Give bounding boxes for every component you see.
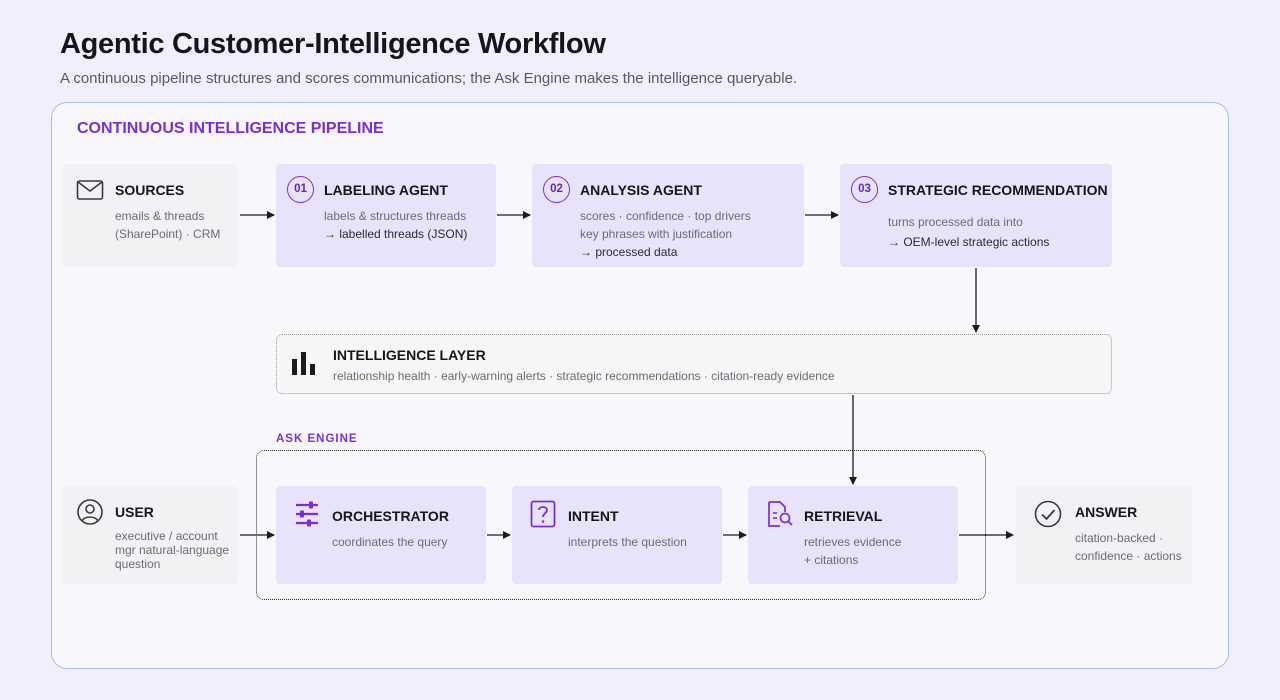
retrieval-title: RETRIEVAL <box>804 508 883 524</box>
strategic-recommendation-desc: turns processed data into → OEM-level st… <box>888 215 1050 249</box>
analysis-agent-desc: scores · confidence · top drivers key ph… <box>580 209 751 259</box>
orchestrator-title: ORCHESTRATOR <box>332 508 449 524</box>
labeling-agent-title: LABELING AGENT <box>324 182 448 198</box>
user-desc: executive / account mgr natural-language… <box>115 529 230 571</box>
step-badge-03: 03 <box>851 176 878 203</box>
intelligence-layer: INTELLIGENCE LAYER relationship health ·… <box>276 334 1112 394</box>
user-card: USER executive / account mgr natural-lan… <box>62 486 238 584</box>
intent-desc: interprets the question <box>568 535 687 549</box>
sliders-icon <box>294 501 320 532</box>
analysis-agent-title: ANALYSIS AGENT <box>580 182 702 198</box>
sources-title: SOURCES <box>115 182 185 198</box>
user-icon <box>76 498 104 531</box>
analysis-agent-card: 02 ANALYSIS AGENT scores · confidence · … <box>532 164 804 267</box>
strategic-recommendation-title: STRATEGIC RECOMMENDATION <box>888 182 1108 198</box>
document-search-icon <box>766 500 794 533</box>
sources-card: SOURCES emails & threads (SharePoint) · … <box>62 164 238 267</box>
sources-desc: emails & threads (SharePoint) · CRM <box>115 209 221 241</box>
mail-icon <box>76 179 104 206</box>
step-badge-01: 01 <box>287 176 314 203</box>
retrieval-desc: retrieves evidence + citations <box>804 535 902 567</box>
page-subtitle: A continuous pipeline structures and sco… <box>60 70 798 87</box>
answer-title: ANSWER <box>1075 504 1138 520</box>
answer-desc: citation-backed · confidence · actions <box>1075 531 1182 563</box>
page-title: Agentic Customer-Intelligence Workflow <box>60 28 606 60</box>
retrieval-card: RETRIEVAL retrieves evidence + citations <box>748 486 958 584</box>
labeling-agent-desc: labels & structures threads → labelled t… <box>324 209 468 241</box>
intent-title: INTENT <box>568 508 619 524</box>
ask-engine-boundary <box>256 450 986 600</box>
labeling-agent-card: 01 LABELING AGENT labels & structures th… <box>276 164 496 267</box>
user-title: USER <box>115 504 154 520</box>
pipeline-section-label: CONTINUOUS INTELLIGENCE PIPELINE <box>77 120 384 137</box>
intelligence-layer-title: INTELLIGENCE LAYER <box>333 347 486 363</box>
bar-chart-icon <box>291 351 317 380</box>
ask-engine-label: ASK ENGINE <box>276 433 358 445</box>
orchestrator-desc: coordinates the query <box>332 535 448 549</box>
orchestrator-card: ORCHESTRATOR coordinates the query <box>276 486 486 584</box>
question-icon <box>530 500 556 533</box>
intelligence-layer-desc: relationship health · early-warning aler… <box>333 369 835 383</box>
strategic-recommendation-card: 03 STRATEGIC RECOMMENDATION turns proces… <box>840 164 1112 267</box>
step-badge-02: 02 <box>543 176 570 203</box>
check-circle-icon <box>1034 500 1062 533</box>
intent-card: INTENT interprets the question <box>512 486 722 584</box>
answer-card: ANSWER citation-backed · confidence · ac… <box>1016 486 1192 584</box>
